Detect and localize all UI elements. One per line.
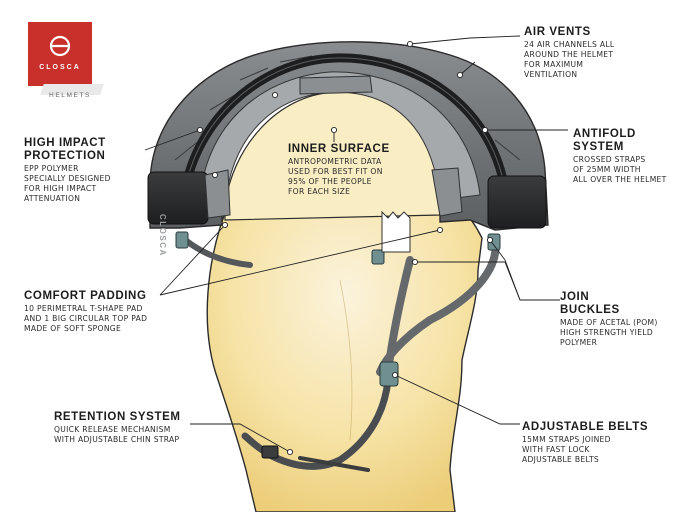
callout-title: JOIN BUCKLES: [560, 291, 620, 316]
callout-title: HIGH IMPACT PROTECTION: [24, 137, 106, 162]
callout-antifold: ANTIFOLD SYSTEM CROSSED STRAPS OF 25MM W…: [573, 128, 667, 185]
leader-lines: [144, 35, 568, 453]
callout-title: AIR VENTS: [524, 26, 591, 38]
callout-desc: 24 AIR CHANNELS ALL AROUND THE HELMET FO…: [524, 40, 615, 79]
callout-title: ANTIFOLD SYSTEM: [573, 128, 636, 153]
brand-logo: CLOSCA HELMETS: [28, 22, 104, 99]
callout-inner-surface: INNER SURFACE ANTROPOMETRIC DATA USED FO…: [288, 143, 390, 197]
adjuster-lock: [379, 361, 399, 387]
chin-lock: [261, 445, 279, 459]
callout-title: RETENTION SYSTEM: [54, 411, 181, 423]
comfort-pads: [204, 75, 463, 219]
callout-title: ADJUSTABLE BELTS: [522, 421, 649, 433]
callout-desc: MADE OF ACETAL (POM) HIGH STRENGTH YIELD…: [560, 318, 658, 347]
callout-desc: EPP POLYMER SPECIALLY DESIGNED FOR HIGH …: [24, 164, 111, 203]
logo-tagline-text: HELMETS: [49, 92, 92, 99]
callout-retention: RETENTION SYSTEM QUICK RELEASE MECHANISM…: [54, 411, 181, 445]
buckle-center: [371, 249, 385, 265]
callout-desc: ANTROPOMETRIC DATA USED FOR BEST FIT ON …: [288, 157, 383, 196]
logo-wordmark: CLOSCA: [39, 64, 81, 71]
callout-desc: 10 PERIMETRAL T-SHAPE PAD AND 1 BIG CIRC…: [24, 304, 148, 333]
logo-badge: [28, 22, 92, 86]
callout-adjustable-belts: ADJUSTABLE BELTS 15MM STRAPS JOINED WITH…: [522, 421, 648, 465]
inner-label: [381, 210, 411, 253]
callout-join-buckles: JOIN BUCKLES MADE OF ACETAL (POM) HIGH S…: [560, 291, 658, 348]
callout-air-vents: AIR VENTS 24 AIR CHANNELS ALL AROUND THE…: [524, 26, 614, 80]
left-band: [147, 171, 209, 225]
callout-desc: 15MM STRAPS JOINED WITH FAST LOCK ADJUST…: [522, 435, 611, 464]
callout-high-impact: HIGH IMPACT PROTECTION EPP POLYMER SPECI…: [24, 137, 111, 204]
logo-emblem-icon: [49, 35, 71, 57]
callout-title: COMFORT PADDING: [24, 290, 147, 302]
callout-desc: QUICK RELEASE MECHANISM WITH ADJUSTABLE …: [54, 425, 180, 444]
helmet-liner: [199, 71, 481, 206]
right-band: [487, 175, 547, 229]
buckle-left: [175, 231, 189, 249]
helmet-wordmark: CLOSCA: [158, 214, 167, 257]
anchor-dots: [196, 40, 494, 456]
callout-title: INNER SURFACE: [288, 143, 390, 155]
callout-comfort-padding: COMFORT PADDING 10 PERIMETRAL T-SHAPE PA…: [24, 290, 147, 334]
logo-tagline: HELMETS: [40, 84, 104, 99]
callout-desc: CROSSED STRAPS OF 25MM WIDTH ALL OVER TH…: [573, 155, 667, 184]
